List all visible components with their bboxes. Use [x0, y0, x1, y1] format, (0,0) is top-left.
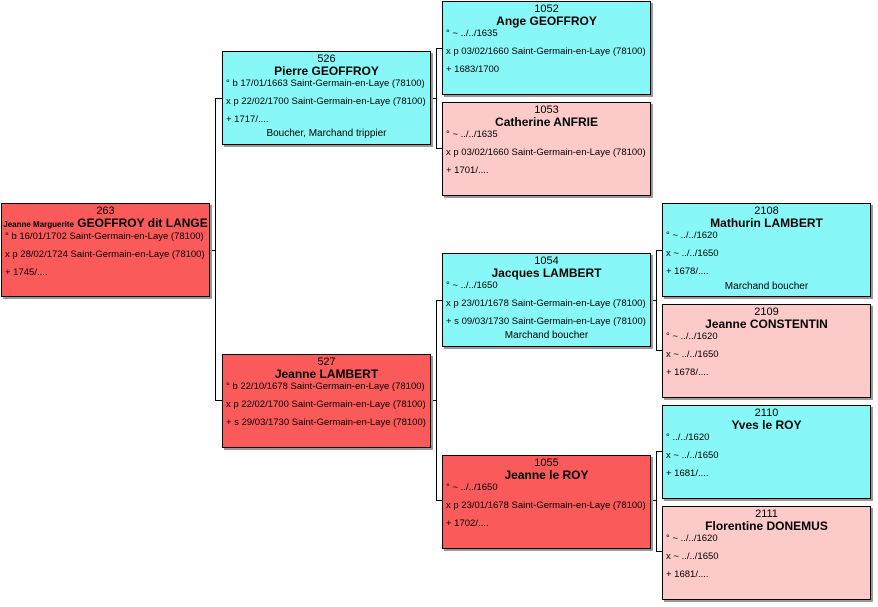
- death-line: + 1701/....: [446, 165, 489, 176]
- death-line: + 1683/1700: [446, 64, 500, 75]
- death-line: + 1678/....: [666, 266, 709, 277]
- marriage-line: x p 23/01/1678 Saint-Germain-en-Laye (78…: [446, 298, 646, 309]
- occupation: Marchand boucher: [724, 281, 809, 292]
- sosa-number: 1054: [534, 255, 559, 267]
- connector-line: [650, 300, 657, 301]
- person-first-names: Jeanne Marguerite: [3, 220, 74, 229]
- occupation: Boucher, Marchand trippier: [266, 128, 387, 139]
- connector-line: [656, 451, 662, 452]
- sosa-number: 527: [317, 356, 336, 368]
- connector-line: [215, 98, 216, 401]
- person-card-1055[interactable]: 1055 Jeanne le ROY ° ~ ../../1650 x p 23…: [442, 455, 651, 549]
- birth-line: ° ~ ../../1650: [446, 482, 498, 493]
- death-line: + 1681/....: [666, 468, 709, 479]
- person-card-2110[interactable]: 2110 Yves le ROY ° ../../1620 x ~ ../../…: [662, 405, 871, 499]
- marriage-line: x p 03/02/1660 Saint-Germain-en-Laye (78…: [446, 46, 646, 57]
- person-name: Jeanne Marguerite GEOFFROY dit LANGE: [2, 217, 209, 231]
- connector-line: [215, 98, 222, 99]
- marriage-line: x ~ ../../1650: [666, 349, 719, 360]
- connector-line: [656, 551, 662, 552]
- birth-line: ° ~ ../../1620: [666, 331, 718, 342]
- connector-line: [656, 451, 657, 552]
- person-name: Yves le ROY: [731, 418, 802, 432]
- birth-line: ° b 22/10/1678 Saint-Germain-en-Laye (78…: [226, 381, 425, 392]
- birth-line: ° ~ ../../1620: [666, 533, 718, 544]
- person-card-2108[interactable]: 2108 Mathurin LAMBERT ° ~ ../../1620 x ~…: [662, 203, 871, 297]
- marriage-line: x p 03/02/1660 Saint-Germain-en-Laye (78…: [446, 147, 646, 158]
- connector-line: [436, 300, 437, 501]
- birth-line: ° ~ ../../1620: [666, 230, 718, 241]
- sosa-number: 1053: [534, 104, 559, 116]
- person-surname: GEOFFROY dit LANGE: [77, 216, 208, 230]
- birth-line: ° ~ ../../1635: [446, 129, 498, 140]
- death-line: + 1745/....: [5, 267, 48, 278]
- connector-line: [650, 500, 657, 501]
- death-line: + 1678/....: [666, 367, 709, 378]
- marriage-line: x ~ ../../1650: [666, 248, 719, 259]
- sosa-number: 2108: [754, 205, 779, 217]
- person-name: Pierre GEOFFROY: [274, 64, 379, 78]
- connector-line: [436, 300, 442, 301]
- person-card-1052[interactable]: 1052 Ange GEOFFROY ° ~ ../../1635 x p 03…: [442, 1, 651, 95]
- connector-line: [436, 148, 442, 149]
- marriage-line: x ~ ../../1650: [666, 450, 719, 461]
- person-name: Jeanne CONSTENTIN: [705, 317, 828, 331]
- person-card-526[interactable]: 526 Pierre GEOFFROY ° b 17/01/1663 Saint…: [222, 51, 431, 145]
- connector-line: [656, 250, 657, 351]
- connector-line: [209, 250, 216, 251]
- person-name: Ange GEOFFROY: [496, 14, 597, 28]
- marriage-line: x ~ ../../1650: [666, 551, 719, 562]
- birth-line: ° b 17/01/1663 Saint-Germain-en-Laye (78…: [226, 78, 425, 89]
- person-card-2111[interactable]: 2111 Florentine DONEMUS ° ~ ../../1620 x…: [662, 506, 871, 600]
- birth-line: ° b 16/01/1702 Saint-Germain-en-Laye (78…: [5, 231, 204, 242]
- connector-line: [430, 400, 437, 401]
- connector-line: [656, 350, 662, 351]
- birth-line: ° ../../1620: [666, 432, 710, 443]
- sosa-number: 526: [317, 53, 336, 65]
- person-name: Jeanne LAMBERT: [274, 367, 379, 381]
- sosa-number: 263: [96, 205, 115, 217]
- person-name: Catherine ANFRIE: [495, 115, 598, 129]
- sosa-number: 1052: [534, 3, 559, 15]
- person-name: Jeanne le ROY: [504, 468, 589, 482]
- occupation: Marchand boucher: [504, 330, 589, 341]
- connector-line: [430, 98, 437, 99]
- person-name: Mathurin LAMBERT: [710, 216, 823, 230]
- person-card-1054[interactable]: 1054 Jacques LAMBERT ° ~ ../../1650 x p …: [442, 253, 651, 347]
- person-card-263[interactable]: 263 Jeanne Marguerite GEOFFROY dit LANGE…: [1, 203, 210, 297]
- marriage-line: x p 23/01/1678 Saint-Germain-en-Laye (78…: [446, 500, 646, 511]
- sosa-number: 1055: [534, 457, 559, 469]
- connector-line: [436, 48, 442, 49]
- connector-line: [436, 48, 437, 149]
- sosa-number: 2109: [754, 306, 779, 318]
- death-line: + s 09/03/1730 Saint-Germain-en-Laye (78…: [446, 316, 646, 327]
- marriage-line: x p 22/02/1700 Saint-Germain-en-Laye (78…: [226, 399, 426, 410]
- sosa-number: 2111: [755, 508, 778, 520]
- death-line: + 1717/....: [226, 114, 269, 125]
- person-name: Jacques LAMBERT: [491, 266, 602, 280]
- birth-line: ° ~ ../../1635: [446, 28, 498, 39]
- marriage-line: x p 22/02/1700 Saint-Germain-en-Laye (78…: [226, 96, 426, 107]
- death-line: + 1681/....: [666, 569, 709, 580]
- person-card-1053[interactable]: 1053 Catherine ANFRIE ° ~ ../../1635 x p…: [442, 102, 651, 196]
- person-card-2109[interactable]: 2109 Jeanne CONSTENTIN ° ~ ../../1620 x …: [662, 304, 871, 398]
- birth-line: ° ~ ../../1650: [446, 280, 498, 291]
- connector-line: [656, 250, 662, 251]
- marriage-line: x p 28/02/1724 Saint-Germain-en-Laye (78…: [5, 249, 205, 260]
- connector-line: [436, 500, 442, 501]
- connector-line: [215, 400, 222, 401]
- person-card-527[interactable]: 527 Jeanne LAMBERT ° b 22/10/1678 Saint-…: [222, 354, 431, 448]
- sosa-number: 2110: [754, 407, 779, 419]
- death-line: + 1702/....: [446, 518, 489, 529]
- death-line: + s 29/03/1730 Saint-Germain-en-Laye (78…: [226, 417, 426, 428]
- person-name: Florentine DONEMUS: [705, 519, 828, 533]
